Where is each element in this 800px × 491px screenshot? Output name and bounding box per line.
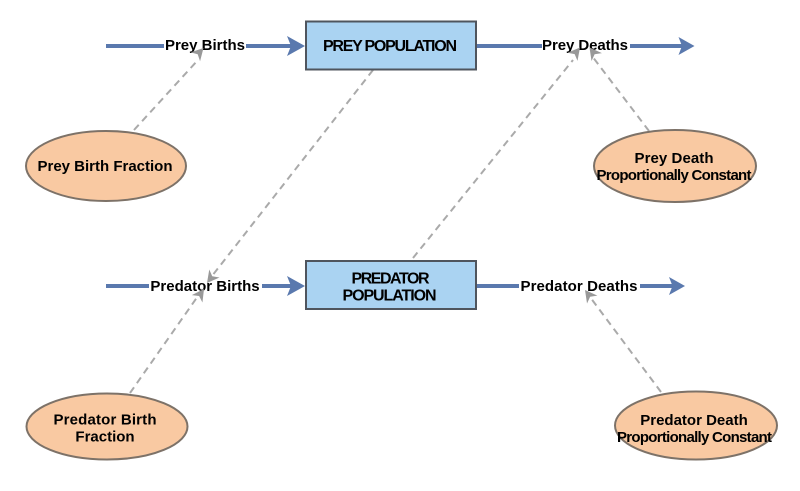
svg-text:Prey Births: Prey Births	[165, 37, 245, 54]
svg-text:Predator Deaths: Predator Deaths	[521, 278, 638, 295]
svg-text:POPULATION: POPULATION	[343, 288, 437, 305]
svg-text:Prey Deaths: Prey Deaths	[542, 37, 628, 54]
svg-text:Predator Birth: Predator Birth	[54, 412, 157, 429]
svg-text:Fraction: Fraction	[75, 429, 134, 446]
svg-text:Prey Birth Fraction: Prey Birth Fraction	[38, 158, 173, 175]
svg-text:Proportionally Constant: Proportionally Constant	[617, 429, 772, 446]
svg-text:PREY POPULATION: PREY POPULATION	[323, 38, 457, 55]
svg-text:Proportionally Constant: Proportionally Constant	[597, 167, 752, 184]
svg-text:PREDATOR: PREDATOR	[352, 271, 430, 288]
svg-text:Predator Death: Predator Death	[640, 412, 748, 429]
svg-text:Prey Death: Prey Death	[635, 150, 714, 167]
svg-text:Predator Births: Predator Births	[150, 278, 259, 295]
